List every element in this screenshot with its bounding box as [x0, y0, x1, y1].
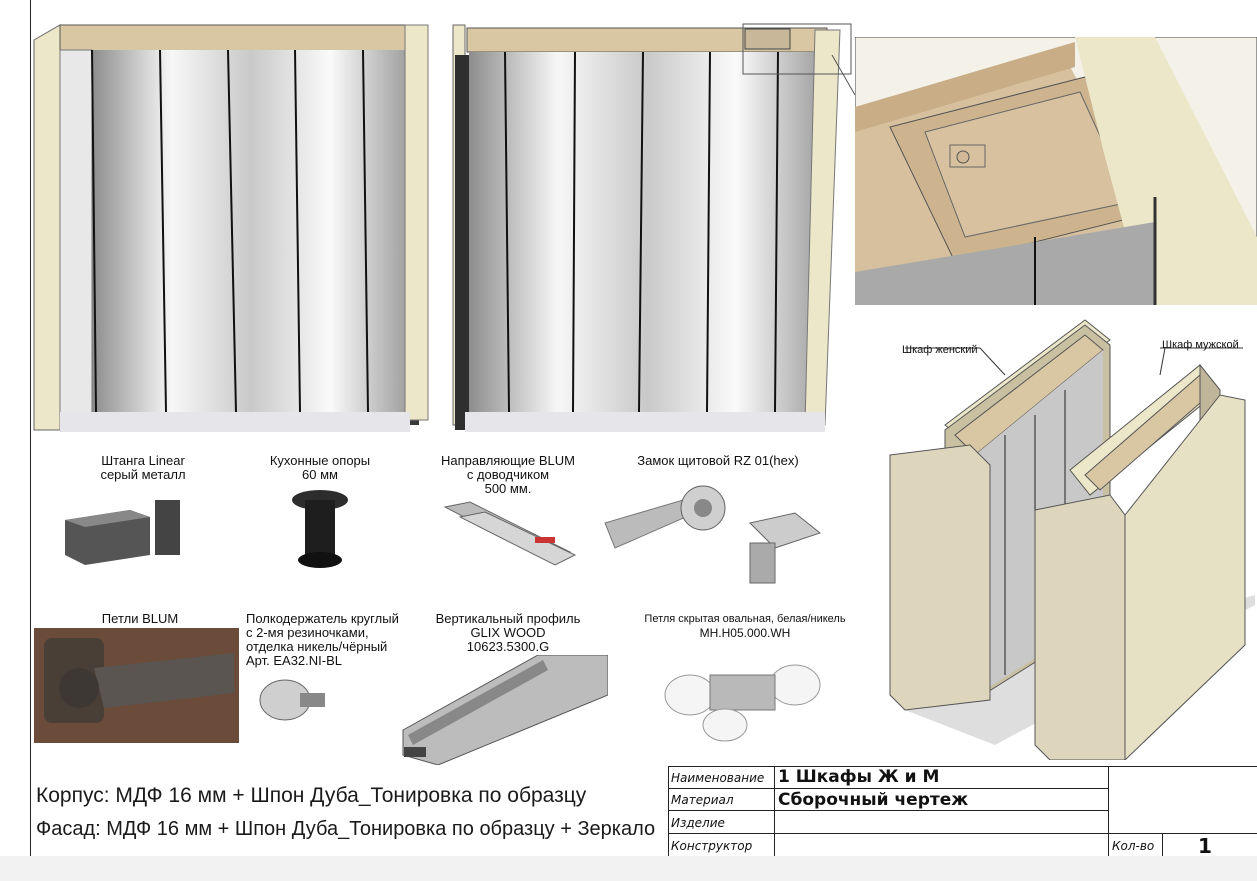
qty-value: 1 — [1198, 834, 1212, 858]
product-label-lock: Замок щитовой RZ 01(hex) — [637, 453, 799, 468]
hinge-image — [34, 628, 239, 743]
isometric-view — [889, 319, 1255, 760]
front-view-male-wardrobe — [452, 23, 852, 432]
viewer-bottom-bar — [0, 856, 1257, 881]
lock-detail-zoom — [855, 37, 1257, 305]
body-material-note: Корпус: МДФ 16 мм + Шпон Дуба_Тонировка … — [36, 784, 587, 807]
lock-image — [604, 485, 822, 584]
profile-image — [402, 655, 608, 765]
name-value: 1 Шкафы Ж и М — [778, 767, 940, 787]
zoom-leader-line — [831, 55, 856, 96]
iso-label-female: Шкаф женский — [902, 344, 978, 356]
hidden-hinge-image — [664, 664, 821, 742]
designer-label: Конструктор — [671, 839, 753, 853]
rod-image — [65, 500, 180, 565]
qty-label: Кол-во — [1112, 839, 1155, 853]
shelf-holder-image — [259, 679, 325, 721]
title-block: Наименование 1 Шкафы Ж и М Материал Сбор… — [668, 766, 1257, 858]
product-label-hinge: Петли BLUM — [101, 611, 179, 626]
iso-label-male: Шкаф мужской — [1162, 339, 1239, 351]
rails-image — [443, 501, 577, 566]
material-value: Сборочный чертеж — [778, 790, 969, 810]
facade-material-note: Фасад: МДФ 16 мм + Шпон Дуба_Тонировка п… — [36, 818, 656, 840]
product-label: Изделие — [671, 816, 725, 830]
front-view-female-wardrobe — [33, 24, 429, 432]
name-label: Наименование — [671, 771, 765, 785]
legs-image — [292, 490, 348, 568]
material-label: Материал — [671, 793, 734, 807]
